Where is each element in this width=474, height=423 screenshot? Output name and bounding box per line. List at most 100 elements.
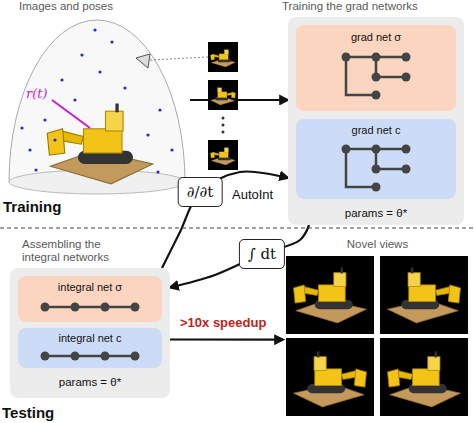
bulldozer xyxy=(211,86,236,105)
ellipsis-dot xyxy=(222,131,225,134)
network-unit xyxy=(342,53,351,62)
network-box: grad net σ xyxy=(296,25,456,111)
bulldozer xyxy=(211,146,236,165)
section-divider xyxy=(0,228,474,229)
render xyxy=(380,338,468,416)
section-label: Testing xyxy=(2,404,54,421)
network-unit xyxy=(402,53,411,62)
network-unit xyxy=(372,165,381,174)
heading: Training the grad networks xyxy=(282,0,472,13)
camera-dot xyxy=(80,53,83,56)
ellipsis-dot xyxy=(222,124,225,127)
network-wire xyxy=(346,57,406,95)
network-unit xyxy=(101,352,110,361)
network-graph-icon xyxy=(334,141,418,195)
network-box: grad net c xyxy=(296,119,456,199)
bulldozer xyxy=(388,267,461,322)
network-label: grad net c xyxy=(296,124,456,137)
flow-arrow xyxy=(162,172,288,268)
network-unit xyxy=(402,165,411,174)
ray-label: r(t) xyxy=(26,86,48,101)
bulldozer xyxy=(211,48,236,67)
bulldozer xyxy=(388,351,461,406)
camera xyxy=(136,54,150,68)
network-unit xyxy=(71,303,80,312)
network-unit xyxy=(402,145,411,154)
camera-dot xyxy=(123,86,126,89)
camera-dot xyxy=(28,148,31,151)
bulldozer xyxy=(294,267,367,322)
thumbnail xyxy=(208,42,238,72)
novel-view-images xyxy=(286,256,468,416)
camera-dot xyxy=(93,28,96,31)
camera-dot xyxy=(170,148,173,151)
results-panel: Novel views xyxy=(283,238,472,418)
network-unit xyxy=(372,53,381,62)
network-chain-icon xyxy=(35,300,145,314)
network-unit xyxy=(372,145,381,154)
network-unit xyxy=(402,73,411,82)
camera-dot xyxy=(156,170,159,173)
camera-dot xyxy=(60,78,63,81)
method-label: AutoInt xyxy=(232,187,273,202)
network-label: grad net σ xyxy=(296,31,456,44)
camera-dot xyxy=(146,133,149,136)
heading: Novel views xyxy=(283,238,472,251)
dome-illustration xyxy=(9,20,208,194)
ray xyxy=(52,100,90,128)
thumbnail xyxy=(208,80,238,110)
bulldozer xyxy=(294,351,367,406)
training-thumbnails xyxy=(208,42,238,170)
network-unit xyxy=(372,183,381,192)
section-label: Training xyxy=(3,198,61,215)
network-unit xyxy=(101,303,110,312)
network-unit xyxy=(131,352,140,361)
camera-dot xyxy=(34,168,37,171)
network-unit xyxy=(372,91,381,100)
camera-dot xyxy=(98,70,101,73)
network-wire xyxy=(346,149,406,187)
network-label: integral net c xyxy=(18,332,162,345)
network-chain-icon xyxy=(35,349,145,363)
network-unit xyxy=(342,145,351,154)
camera-dot xyxy=(110,40,113,43)
edge-label: ∂/∂t xyxy=(178,177,223,207)
network-group: Assembling the integral networksparams =… xyxy=(10,268,170,398)
camera-dot xyxy=(73,98,76,101)
camera-dot xyxy=(20,126,23,129)
camera-dot xyxy=(43,118,46,121)
edge-label: >10x speedup xyxy=(180,315,266,330)
params-label: params = θ* xyxy=(288,207,464,220)
network-unit xyxy=(372,73,381,82)
network-group: Training the grad networksparams = θ*gra… xyxy=(288,17,464,225)
network-unit xyxy=(71,352,80,361)
flow-arrow xyxy=(190,99,288,101)
camera-dot xyxy=(53,138,56,141)
heading: Images and poses xyxy=(19,0,189,13)
network-graph-icon xyxy=(334,49,418,103)
render xyxy=(286,256,374,334)
camera-leader xyxy=(150,57,208,60)
params-label: params = θ* xyxy=(10,376,170,389)
network-unit xyxy=(41,352,50,361)
ellipsis-dot xyxy=(222,117,225,120)
camera-dot xyxy=(158,108,161,111)
network-box: integral net σ xyxy=(18,276,162,322)
network-box: integral net c xyxy=(18,328,162,368)
network-wire xyxy=(45,355,135,358)
heading: Assembling the integral networks xyxy=(22,238,122,264)
network-wire xyxy=(45,306,135,309)
bulldozer xyxy=(47,104,153,184)
thumbnail xyxy=(208,140,238,170)
camera-dots xyxy=(20,28,173,173)
flow-arrow xyxy=(170,338,283,340)
network-label: integral net σ xyxy=(18,281,162,294)
render xyxy=(380,256,468,334)
edge-label: ∫ dt xyxy=(239,239,285,269)
network-unit xyxy=(131,303,140,312)
render xyxy=(286,338,374,416)
network-unit xyxy=(41,303,50,312)
